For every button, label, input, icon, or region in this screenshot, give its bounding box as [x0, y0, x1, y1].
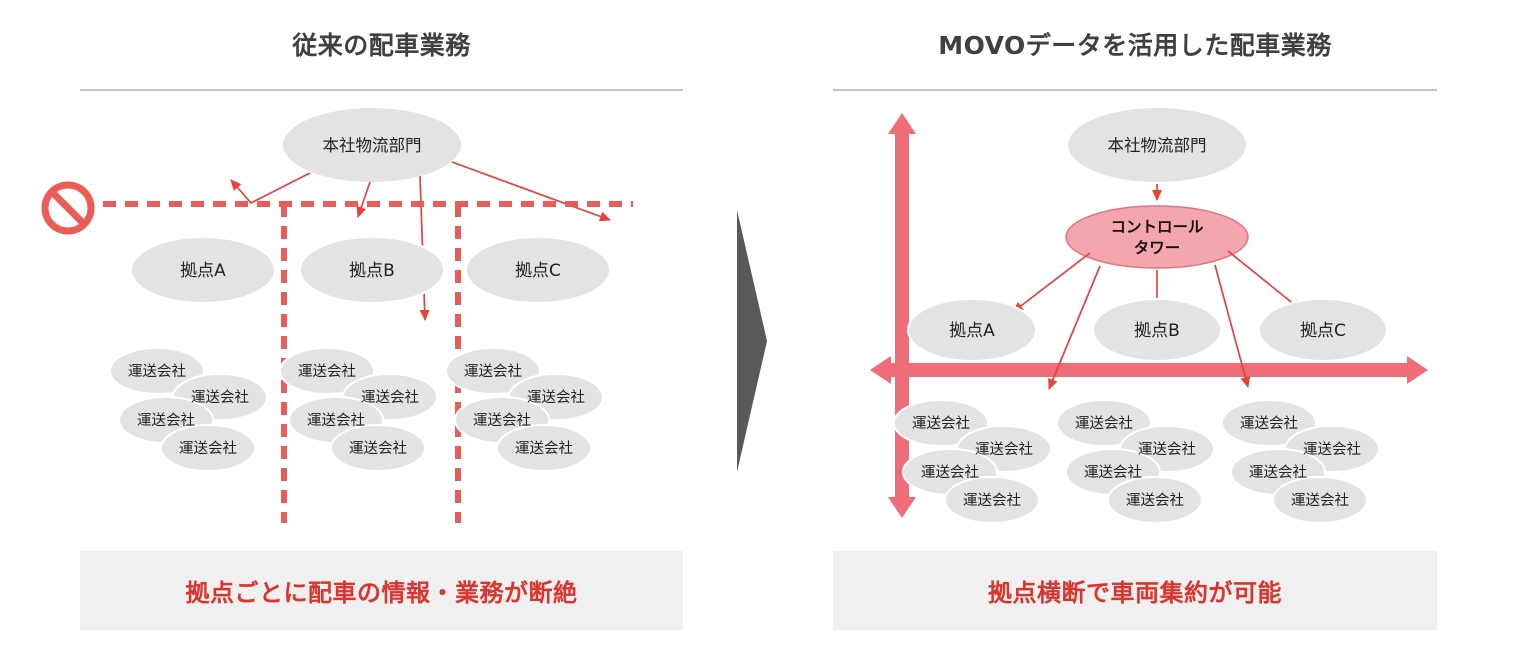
- carrier-cluster-a-left: 運送会社 運送会社 運送会社 運送会社: [109, 347, 268, 472]
- tower-arrow-to-carriers-right: [1214, 264, 1251, 388]
- carrier-cluster-b-left: 運送会社 運送会社 運送会社 運送会社: [279, 347, 438, 472]
- carrier-label: 運送会社: [527, 389, 585, 406]
- hq-node-right: [1066, 106, 1248, 184]
- carrier-label: 運送会社: [963, 492, 1021, 509]
- carrier-label: 運送会社: [921, 464, 979, 481]
- base-label-c-left: 拠点C: [515, 261, 561, 281]
- base-node-a-right: [907, 298, 1037, 362]
- right-diagram: 本社物流部門 コントロール タワー 拠点A 拠点B 拠点C: [833, 89, 1437, 524]
- carrier-label: 運送会社: [179, 440, 237, 457]
- control-tower-label-line1: コントロール: [1110, 218, 1204, 236]
- left-panel-title: 従来の配車業務: [292, 31, 471, 60]
- carrier-label: 運送会社: [1075, 415, 1133, 432]
- base-node-b-left: [299, 236, 445, 304]
- base-label-a-left: 拠点A: [180, 261, 226, 281]
- carrier-label: 運送会社: [1240, 415, 1298, 432]
- hq-label-left: 本社物流部門: [323, 136, 422, 155]
- left-diagram: 本社物流部門 拠点A 拠点B 拠点C: [41, 89, 683, 523]
- left-conclusion-banner: 拠点ごとに配車の情報・業務が断絶: [80, 551, 683, 630]
- control-tower-label-line2: タワー: [1134, 239, 1181, 257]
- tower-arrow-to-base-c: [1227, 250, 1302, 311]
- carrier-cluster-c-left: 運送会社 運送会社 運送会社 運送会社: [445, 347, 604, 472]
- base-label-a-right: 拠点A: [949, 321, 995, 341]
- vertical-axis-arrow: [888, 113, 916, 518]
- dispatch-arrow-right: [451, 161, 611, 222]
- carrier-label: 運送会社: [1126, 492, 1184, 509]
- carrier-label: 運送会社: [975, 441, 1033, 458]
- right-panel-title: MOVOデータを活用した配車業務: [938, 31, 1332, 60]
- right-conclusion-text: 拠点横断で車両集約が可能: [988, 579, 1282, 607]
- control-tower-node: [1065, 205, 1249, 269]
- carrier-label: 運送会社: [361, 389, 419, 406]
- carrier-cluster-c-right: 運送会社 運送会社 運送会社 運送会社: [1221, 399, 1380, 524]
- dispatch-arrow-short: [356, 181, 371, 218]
- carrier-label: 運送会社: [912, 415, 970, 432]
- carrier-label: 運送会社: [1138, 441, 1196, 458]
- horizontal-axis-arrow: [870, 356, 1428, 384]
- no-entry-icon: [41, 181, 95, 235]
- base-label-b-right: 拠点B: [1134, 321, 1180, 341]
- carrier-label: 運送会社: [1303, 441, 1361, 458]
- hq-label-right: 本社物流部門: [1108, 136, 1207, 155]
- big-right-arrow-icon: [737, 210, 767, 472]
- base-node-c-right: [1258, 298, 1388, 362]
- blocked-arrow: [230, 172, 311, 205]
- carrier-cluster-b-right: 運送会社 運送会社 運送会社 運送会社: [1056, 399, 1215, 524]
- tower-arrow-to-carriers-left: [1048, 265, 1101, 390]
- carrier-label: 運送会社: [349, 440, 407, 457]
- base-node-a-left: [130, 236, 276, 304]
- carrier-label: 運送会社: [307, 412, 365, 429]
- tower-arrow-to-base-a: [1012, 252, 1091, 313]
- carrier-label: 運送会社: [464, 363, 522, 380]
- carrier-label: 運送会社: [473, 412, 531, 429]
- carrier-label: 運送会社: [128, 363, 186, 380]
- carrier-label: 運送会社: [191, 389, 249, 406]
- carrier-label: 運送会社: [298, 363, 356, 380]
- right-conclusion-banner: 拠点横断で車両集約が可能: [833, 551, 1437, 630]
- base-node-c-left: [465, 236, 611, 304]
- hq-node-left: [281, 106, 463, 184]
- left-conclusion-text: 拠点ごとに配車の情報・業務が断絶: [185, 579, 578, 607]
- base-node-b-right: [1092, 298, 1222, 362]
- carrier-label: 運送会社: [1084, 464, 1142, 481]
- carrier-cluster-a-right: 運送会社 運送会社 運送会社 運送会社: [893, 399, 1052, 524]
- base-label-c-right: 拠点C: [1300, 321, 1346, 341]
- base-label-b-left: 拠点B: [349, 261, 395, 281]
- carrier-label: 運送会社: [1249, 464, 1307, 481]
- carrier-label: 運送会社: [1291, 492, 1349, 509]
- carrier-label: 運送会社: [137, 412, 195, 429]
- carrier-label: 運送会社: [515, 440, 573, 457]
